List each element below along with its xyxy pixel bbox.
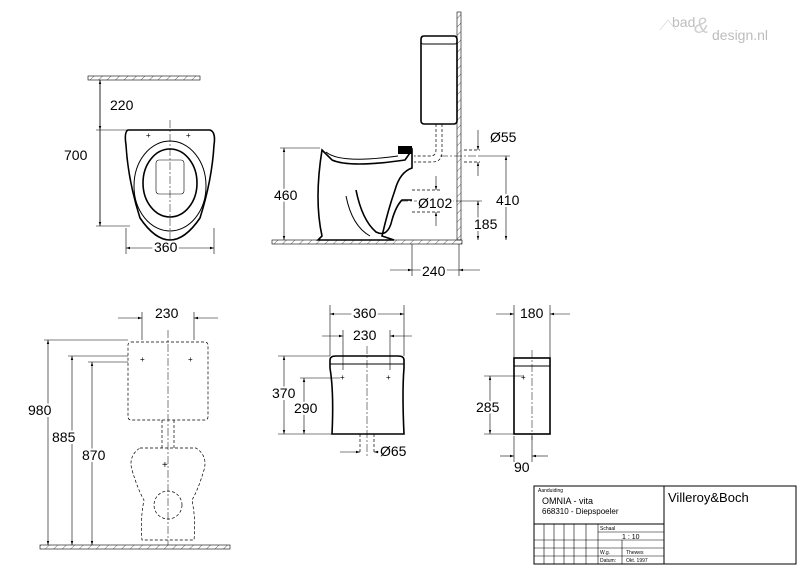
wall-hatch: [87, 75, 201, 81]
date-label: Datum:: [600, 558, 616, 564]
dim-220: 220: [110, 97, 134, 113]
svg-text:+: +: [521, 373, 526, 382]
front-view: + + + 230 980 885 870: [26, 305, 231, 550]
title-block: Aanduiding OMNIA - vita 668310 - Diepspo…: [533, 485, 797, 565]
side-view: 460 Ø55 410 185 Ø102 240: [271, 11, 522, 281]
front-floor: [39, 544, 231, 550]
dim-d102: Ø102: [418, 195, 452, 211]
top-view: + + 220 700 360: [64, 75, 216, 257]
dim-90: 90: [514, 459, 530, 475]
svg-text:+: +: [140, 355, 145, 364]
dim-240: 240: [422, 263, 446, 279]
dim-230-cistern: 230: [353, 327, 377, 343]
watermark-left: bad: [672, 14, 695, 30]
side-inlet: [398, 146, 412, 154]
side-cistern: [420, 35, 458, 125]
dim-290: 290: [294, 400, 318, 416]
dim-360-top: 360: [154, 239, 178, 255]
drawn-by-label: W.g.: [600, 550, 610, 556]
dim-230-front: 230: [155, 305, 179, 321]
dim-370: 370: [272, 385, 296, 401]
dim-285: 285: [476, 399, 500, 415]
watermark-right: design.nl: [712, 27, 768, 43]
dim-360-cistern: 360: [353, 305, 377, 321]
svg-text:+: +: [162, 460, 168, 471]
dim-700: 700: [64, 147, 88, 163]
watermark-logo: bad & design.nl: [659, 13, 768, 43]
dim-885: 885: [52, 429, 76, 445]
side-bowl: [316, 147, 413, 241]
dim-410: 410: [496, 192, 520, 208]
cistern-side-view: + 180 285 90: [474, 305, 570, 475]
hinge-right: +: [186, 131, 191, 140]
scale-value: 1 : 10: [622, 534, 640, 541]
cistern-front-view: + + 360 230 370 290 Ø65: [270, 303, 412, 461]
svg-text:+: +: [386, 373, 391, 382]
dim-460: 460: [274, 187, 298, 203]
dim-185: 185: [474, 216, 498, 232]
date-value: Okt. 1997: [626, 558, 648, 564]
svg-text:+: +: [188, 355, 193, 364]
dim-d55: Ø55: [490, 129, 517, 145]
scale-label: Schaal: [600, 526, 615, 532]
watermark-amp: &: [694, 13, 709, 38]
cistern-body: [329, 355, 405, 435]
drawn-by-value: Thewes: [626, 550, 644, 556]
dim-980: 980: [28, 402, 52, 418]
brand-name: Villeroy&Boch: [668, 490, 749, 505]
dim-870: 870: [82, 447, 106, 463]
hinge-left: +: [146, 131, 151, 140]
product-name: OMNIA - vita: [542, 496, 593, 506]
side-trap: [355, 189, 412, 235]
svg-text:+: +: [340, 373, 345, 382]
front-bowl: [130, 447, 206, 541]
dim-d65: Ø65: [380, 443, 407, 459]
dim-180: 180: [520, 305, 544, 321]
front-cistern: [127, 341, 209, 421]
article-number: 668310 - Diepspoeler: [542, 507, 619, 516]
title-label: Aanduiding: [538, 488, 563, 494]
